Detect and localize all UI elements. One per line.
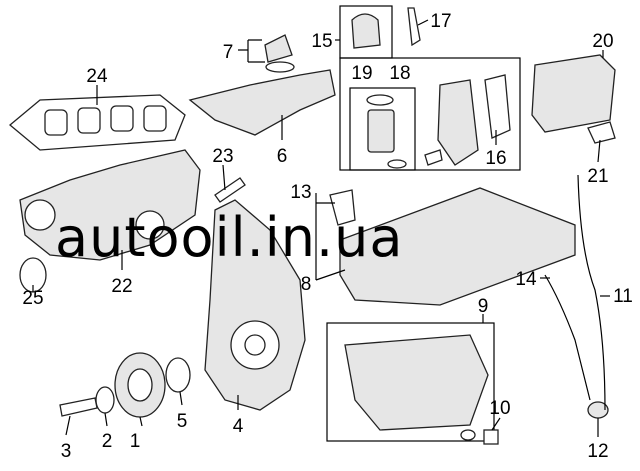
callout-21[interactable]: 21 [587, 166, 608, 187]
callout-3[interactable]: 3 [61, 441, 72, 462]
part-5-seal[interactable] [165, 357, 191, 393]
part-2-washer[interactable] [95, 386, 115, 414]
part-16-gasket[interactable] [484, 74, 511, 139]
part-22-manifold[interactable] [19, 149, 201, 261]
callout-18[interactable]: 18 [389, 63, 410, 84]
callout-20[interactable]: 20 [592, 31, 613, 52]
watermark: autooil.in.ua [55, 206, 403, 269]
callout-12[interactable]: 12 [587, 441, 608, 462]
part-8-upper-oil-pan[interactable] [339, 187, 576, 306]
callout-11[interactable]: 11 [613, 286, 633, 307]
callout-13[interactable]: 13 [290, 182, 311, 203]
part-19-filter-cap[interactable] [351, 13, 381, 49]
part-4-timing-cover[interactable] [204, 199, 306, 411]
part-18-oil-filter[interactable] [366, 94, 407, 169]
part-filter-housing[interactable] [437, 79, 479, 166]
callout-7[interactable]: 7 [223, 42, 234, 63]
part-14-dipstick[interactable] [544, 274, 591, 401]
part-1-pulley[interactable] [114, 352, 166, 418]
callout-24[interactable]: 24 [86, 66, 108, 87]
callout-16[interactable]: 16 [485, 148, 506, 169]
part-10-drain-plug[interactable] [460, 429, 499, 445]
callout-4[interactable]: 4 [233, 416, 244, 437]
part-9-lower-oil-pan[interactable] [344, 334, 489, 431]
callout-22[interactable]: 22 [111, 276, 132, 297]
callout-23[interactable]: 23 [212, 146, 233, 167]
part-23-bolt[interactable] [214, 177, 246, 203]
callout-5[interactable]: 5 [177, 411, 188, 432]
callout-8[interactable]: 8 [301, 274, 312, 295]
part-24-manifold-gasket[interactable] [8, 94, 186, 151]
callout-15[interactable]: 15 [311, 31, 332, 52]
callout-19[interactable]: 19 [351, 63, 372, 84]
callout-1[interactable]: 1 [130, 431, 141, 452]
part-13-bracket[interactable] [329, 189, 356, 226]
group-box-18 [339, 57, 521, 171]
group-box-9 [326, 322, 495, 442]
part-7-cap-and-seal[interactable] [264, 34, 295, 73]
group-box-filter [349, 87, 416, 171]
callout-17[interactable]: 17 [430, 11, 451, 32]
part-6-heat-shield[interactable] [188, 69, 336, 136]
part-20-oil-cooler[interactable] [531, 54, 616, 133]
callout-2[interactable]: 2 [102, 431, 113, 452]
callout-14[interactable]: 14 [515, 269, 537, 290]
callout-9[interactable]: 9 [478, 296, 489, 317]
leader-lines [32, 19, 610, 437]
part-housing-bolt[interactable] [424, 149, 443, 166]
callout-6[interactable]: 6 [277, 146, 288, 167]
callout-10[interactable]: 10 [489, 398, 510, 419]
part-11-dipstick-tube[interactable] [577, 174, 606, 411]
part-21-cooler-gasket[interactable] [587, 121, 616, 144]
part-3-bolt[interactable] [59, 397, 98, 417]
callout-25[interactable]: 25 [22, 288, 43, 309]
part-17-bracket[interactable] [407, 7, 421, 47]
